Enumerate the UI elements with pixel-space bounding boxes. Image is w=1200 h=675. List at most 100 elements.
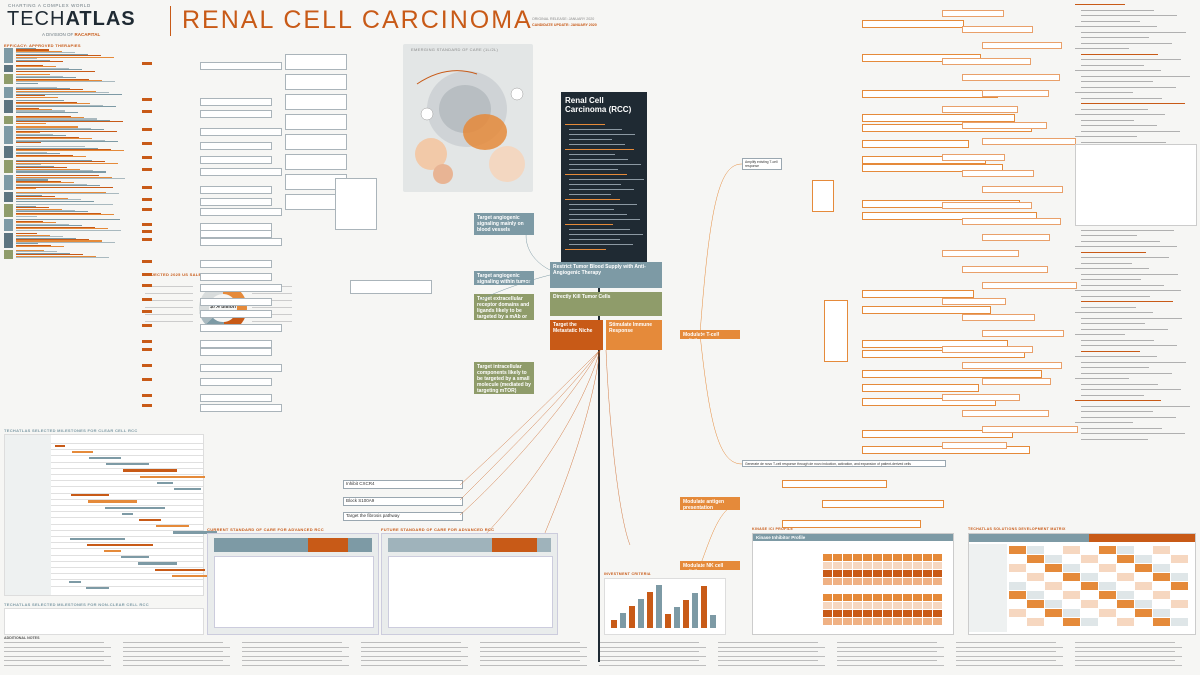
tree-leaf [962,26,1033,33]
hub-body [565,124,644,256]
heatmap-cell [843,594,853,602]
footnote-line [1075,660,1175,661]
efficacy-bar [16,95,45,97]
efficacy-bar [16,107,39,109]
mechanism-box [285,94,347,110]
efficacy-bar [16,165,54,167]
solutions-title: TECHATLAS SOLUTIONS DEVELOPMENT MATRIX [968,527,1066,531]
amplify-tcell[interactable]: Amplify existing T-cell response [742,158,782,170]
therapy-box [200,340,272,348]
efficacy-bar [16,147,98,149]
matrix-cell [1153,609,1170,617]
footnote-line [1075,664,1182,666]
immune-tree [742,0,1078,528]
matrix-cell [1081,555,1098,563]
milestone-bar [172,574,233,578]
soc-band [214,538,372,552]
heatmap-cell [833,578,843,586]
therapy-box [200,238,282,246]
hub-text-line [569,164,641,166]
matrix-cell [1081,573,1098,581]
matrix-cell [1027,564,1044,572]
efficacy-bar [16,200,94,202]
node-angiogenic[interactable]: Restrict Tumor Blood Supply with Anti-An… [550,262,662,288]
modulate-tcell[interactable]: Modulate T-cell activity [680,330,740,339]
footnote-line [837,646,944,648]
tree-leaf [982,426,1078,433]
milestones-nonclear-panel [4,608,204,635]
therapy-box [200,310,272,318]
efficacy-bar [16,142,41,144]
efficacy-bar [16,208,62,210]
therapy-box [200,168,282,176]
efficacy-bar [16,74,50,76]
efficacy-bar [16,225,82,227]
emerging-title: EMERGING STANDARD OF CARE (1L/2L) [411,47,499,52]
reference-line [1081,37,1149,38]
heatmap-cell [933,570,943,578]
tree-box [862,370,1042,378]
mechanism-box [335,178,377,230]
approved-panel [4,48,139,272]
tree-leaf [942,442,1007,449]
efficacy-bar [16,196,55,198]
matrix-cell [1045,600,1062,608]
node-metastatic[interactable]: Target the Metastatic Niche [550,320,603,350]
footnote-line [1075,651,1175,652]
target-fibrosis[interactable]: Target the fibrosis pathway [343,512,463,521]
matrix-cell [1117,573,1134,581]
efficacy-bar [16,86,57,88]
milestone-bar [104,549,121,553]
legend-line [145,315,193,322]
efficacy-bar [16,118,97,120]
hub-text-line [569,234,643,236]
target-tumor-cell[interactable]: Target angiogenic signaling within tumor… [474,271,534,285]
tagline: CHARTING A COMPLEX WORLD [8,3,91,8]
page-title: RENAL CELL CARCINOMA [182,6,533,34]
target-vessels[interactable]: Target angiogenic signaling mainly on bl… [474,213,534,235]
hub-text-line [565,174,627,176]
therapy-box [200,110,272,118]
efficacy-bar [16,89,83,91]
reference-line [1081,427,1162,429]
efficacy-bar [16,188,36,190]
node-kill-tumor[interactable]: Directly Kill Tumor Cells [550,292,662,316]
footnote-line [123,651,223,652]
matrix-cell [1153,573,1170,581]
matrix-cell [1153,564,1170,572]
therapy-group-tab [4,233,13,248]
modulate-antigen[interactable]: Modulate antigen presentation [680,497,740,510]
reference-line [1075,136,1137,137]
footnote-line [4,664,111,666]
node-immune[interactable]: Stimulate Immune Response [606,320,662,350]
footnote-line [837,660,937,661]
therapy-box [200,128,282,136]
milestone-bar [139,518,161,522]
matrix-cell [1009,600,1026,608]
efficacy-bar [16,168,80,170]
projected-title: PROJECTED 2025 US SALES [142,272,205,277]
rcc-hub[interactable]: Renal Cell Carcinoma (RCC) [561,92,647,262]
right-reference-list [1075,4,1197,524]
therapy-group-tab [4,48,13,63]
inhibit-cxcr4[interactable]: Inhibit CXCR4 [343,480,463,489]
efficacy-bar [16,252,70,254]
block-s100a9[interactable]: Block S100A9 [343,497,463,506]
footnote-line [123,655,230,657]
footnote-line [837,664,944,666]
hub-text-line [569,139,612,141]
generate-tcell[interactable]: Generate de novo T-cell response through… [742,460,946,467]
matrix-cell [1117,546,1134,554]
modulate-nk[interactable]: Modulate NK cell activity [680,561,740,570]
therapy-tag [142,110,152,113]
legend-line [252,301,292,308]
heatmap-cell [893,602,903,610]
efficacy-bar [16,241,115,243]
efficacy-bar [16,136,79,138]
therapy-group-tab [4,64,13,72]
milestone-bar [70,537,125,540]
reference-line [1081,86,1176,88]
reference-line [1081,284,1164,286]
heatmap-cell [903,586,913,594]
target-intracellular[interactable]: Target intracellular components likely t… [474,362,534,394]
